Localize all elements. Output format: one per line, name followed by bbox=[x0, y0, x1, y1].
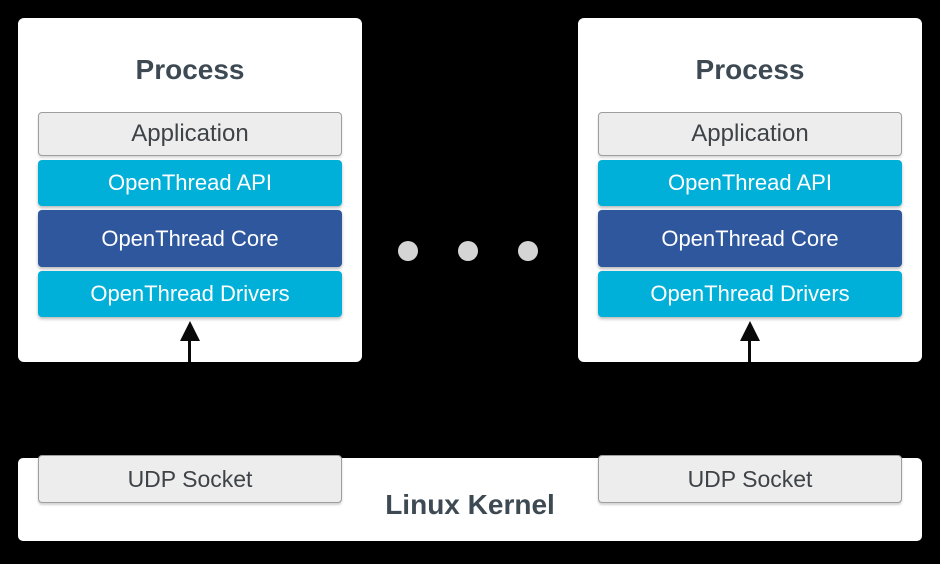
layer-openthread-drivers: OpenThread Drivers bbox=[38, 271, 342, 317]
process-title: Process bbox=[695, 54, 805, 85]
layer-application: Application bbox=[598, 112, 902, 156]
arrow-head bbox=[740, 321, 760, 341]
up-arrow-icon bbox=[180, 321, 200, 362]
layer-openthread-drivers: OpenThread Drivers bbox=[598, 271, 902, 317]
process-card-left: Process Application OpenThread API OpenT… bbox=[18, 18, 362, 362]
arrow-head bbox=[180, 321, 200, 341]
layer-openthread-api: OpenThread API bbox=[38, 160, 342, 206]
layer-openthread-core: OpenThread Core bbox=[598, 210, 902, 267]
process-title: Process bbox=[135, 54, 245, 85]
udp-socket-left: UDP Socket bbox=[38, 455, 342, 503]
up-arrow-icon bbox=[740, 321, 760, 362]
dot-icon bbox=[398, 241, 418, 261]
udp-socket-right: UDP Socket bbox=[598, 455, 902, 503]
arrow-stem bbox=[188, 338, 191, 362]
process-card-right: Process Application OpenThread API OpenT… bbox=[578, 18, 922, 362]
arrow-stem bbox=[748, 338, 751, 362]
dot-icon bbox=[458, 241, 478, 261]
linux-kernel-label: Linux Kernel bbox=[385, 489, 555, 520]
linux-kernel-card: UDP Socket Linux Kernel UDP Socket bbox=[18, 455, 922, 541]
dot-icon bbox=[518, 241, 538, 261]
ellipsis-dots-icon bbox=[398, 241, 538, 261]
layer-openthread-core: OpenThread Core bbox=[38, 210, 342, 267]
layer-application: Application bbox=[38, 112, 342, 156]
layer-openthread-api: OpenThread API bbox=[598, 160, 902, 206]
